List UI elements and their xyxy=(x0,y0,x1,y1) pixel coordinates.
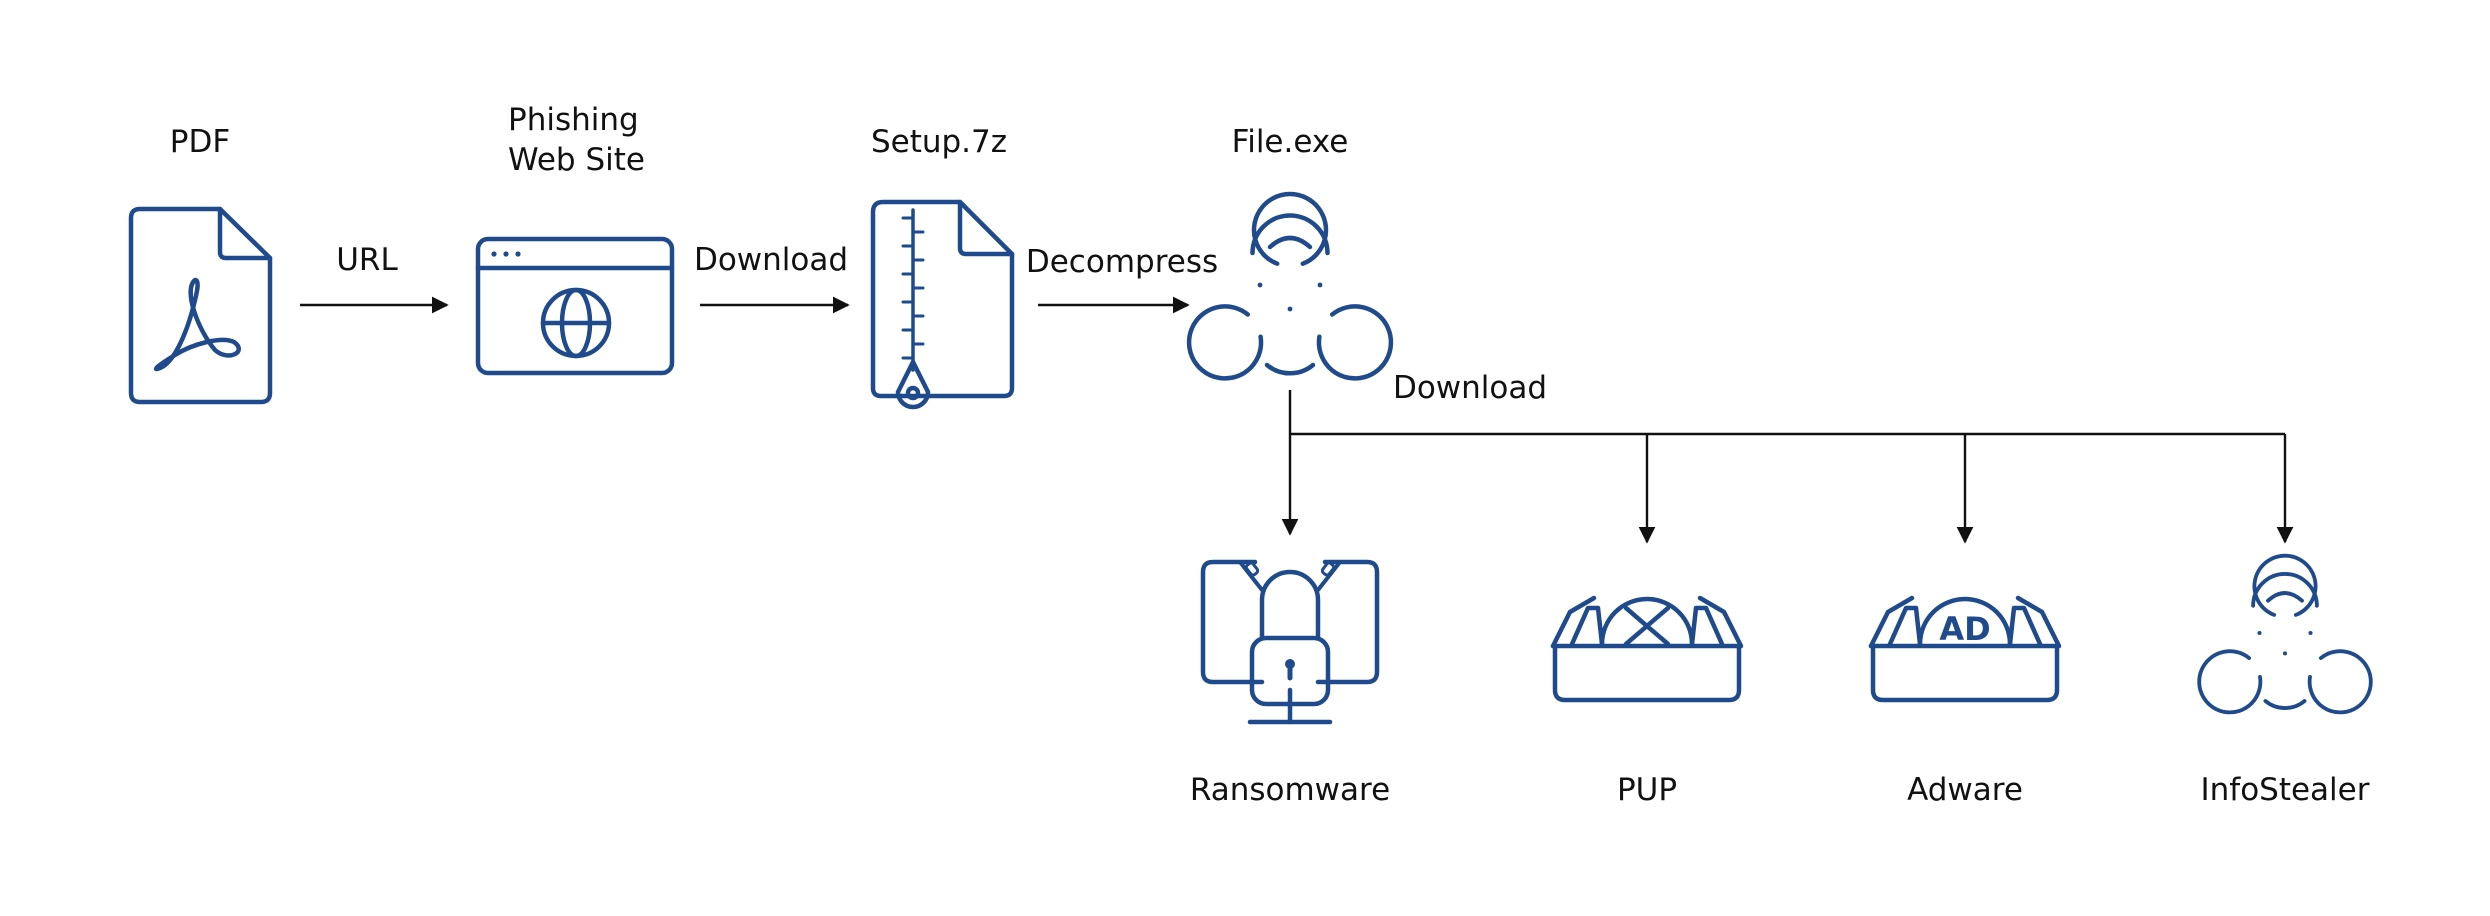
download-branch-label: Download xyxy=(1393,370,1547,406)
url-edge-label: URL xyxy=(336,242,398,278)
pdf-label: PDF xyxy=(170,124,230,160)
decompress-edge-label: Decompress xyxy=(1026,244,1218,280)
ransomware-label: Ransomware xyxy=(1190,772,1390,808)
adware-tray-icon: AD xyxy=(1868,595,2062,703)
flow-arrows xyxy=(300,296,2294,544)
pup-tray-icon xyxy=(1550,595,1744,703)
pup-label: PUP xyxy=(1617,772,1677,808)
phishing-label-line1: Phishing xyxy=(508,102,639,138)
adware-label: Adware xyxy=(1907,772,2023,808)
infostealer-label: InfoStealer xyxy=(2200,772,2369,808)
phishing-label-line2: Web Site xyxy=(508,142,645,178)
adware-badge-text: AD xyxy=(1939,610,1990,648)
infostealer-biohazard-icon xyxy=(2197,553,2373,715)
browser-globe-icon xyxy=(475,236,675,376)
pdf-file-icon xyxy=(128,206,273,405)
file-exe-label: File.exe xyxy=(1232,124,1349,160)
download-edge-label: Download xyxy=(694,242,848,278)
zip-archive-icon xyxy=(870,199,1015,410)
biohazard-icon xyxy=(1189,194,1391,378)
locked-monitor-icon xyxy=(1200,559,1380,725)
setup-label: Setup.7z xyxy=(871,124,1007,160)
